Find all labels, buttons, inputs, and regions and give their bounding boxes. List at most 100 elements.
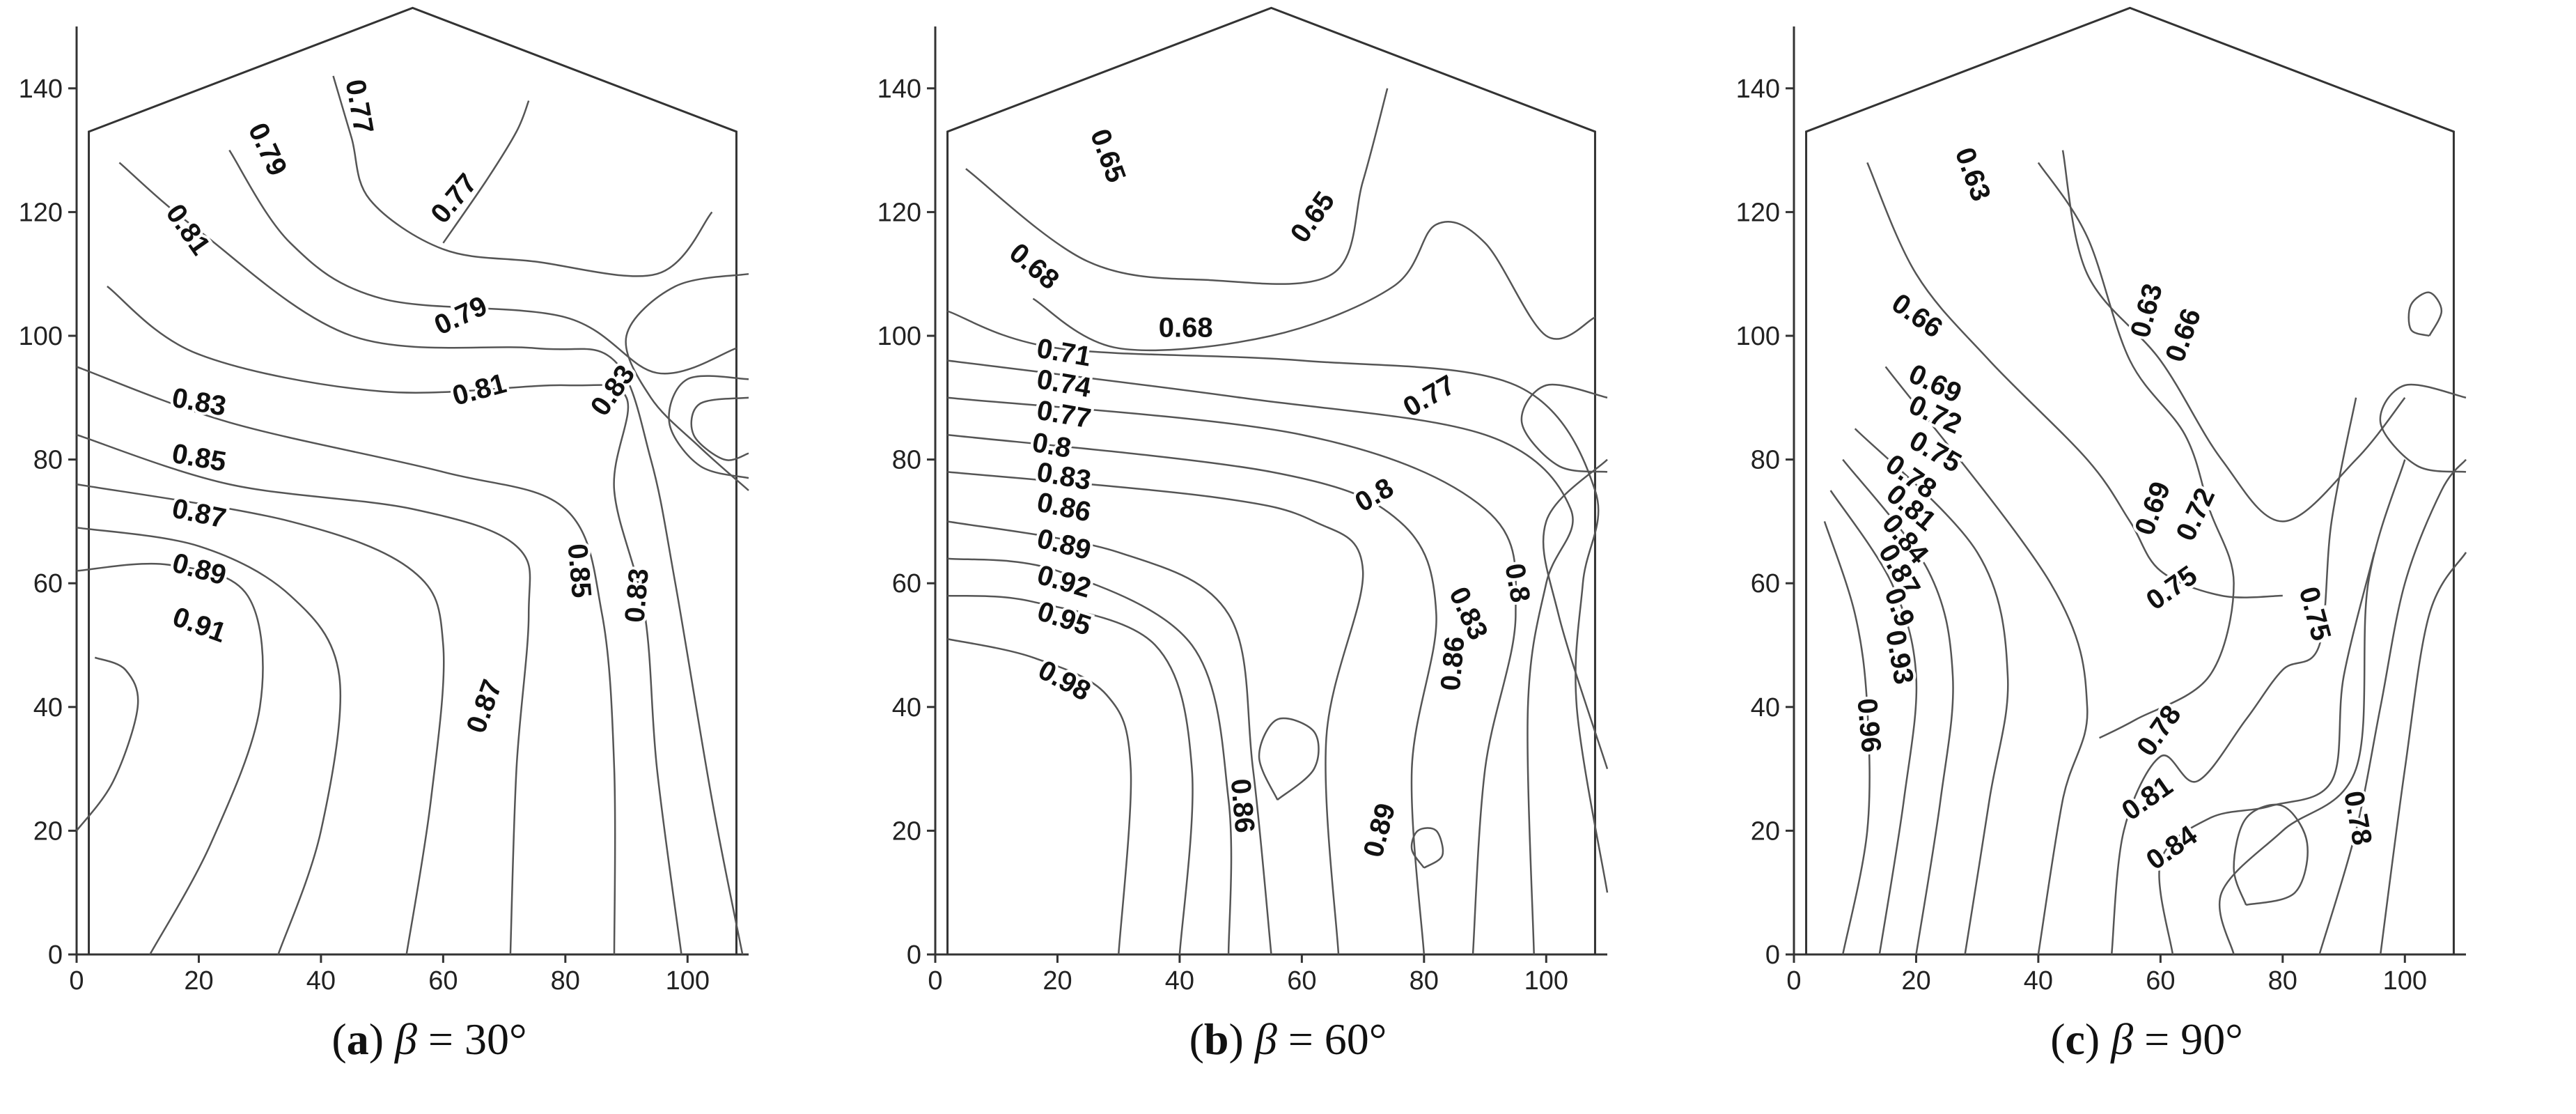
- contour-line: [332, 75, 713, 277]
- contour-line: [76, 527, 342, 955]
- contour-line: [1410, 827, 1444, 869]
- contour-line: [947, 396, 1517, 955]
- contour-line: [690, 396, 749, 461]
- contour-line: [947, 594, 1194, 955]
- contour-line: [1258, 717, 1320, 800]
- x-tick-label: 0: [69, 966, 84, 996]
- y-tick-label: 100: [19, 322, 63, 351]
- y-tick-label: 20: [33, 817, 63, 846]
- x-tick-label: 40: [2024, 966, 2053, 996]
- y-tick-label: 80: [892, 446, 921, 475]
- x-tick-label: 40: [306, 966, 336, 996]
- contour-label: 0.63: [1949, 144, 1997, 205]
- contour-line: [947, 557, 1233, 955]
- contour-label: 0.75: [2293, 584, 2337, 644]
- contour-line: [2318, 458, 2467, 955]
- y-tick-label: 140: [1736, 75, 1780, 104]
- x-tick-label: 60: [2146, 966, 2175, 996]
- contour-line: [2233, 803, 2309, 906]
- y-tick-label: 100: [877, 322, 921, 351]
- x-tick-label: 60: [1287, 966, 1316, 996]
- contour-label: 0.81: [160, 199, 217, 261]
- contour-line: [2218, 459, 2406, 955]
- caption-symbol: β: [395, 1014, 417, 1064]
- domain-boundary: [88, 6, 737, 954]
- contour-line: [2061, 150, 2406, 523]
- x-tick-label: 20: [184, 966, 213, 996]
- contour-line: [228, 149, 737, 375]
- x-tick-label: 20: [1901, 966, 1930, 996]
- x-tick-label: 100: [1524, 966, 1568, 996]
- contour-label: 0.89: [1358, 800, 1402, 860]
- contour-line: [947, 310, 1609, 893]
- contour-line: [1854, 428, 2009, 955]
- y-tick-label: 20: [1751, 817, 1780, 846]
- contour-label: 0.66: [1886, 288, 1948, 344]
- contour-label: 0.81: [2116, 771, 2178, 827]
- contour-label: 0.72: [2170, 483, 2221, 546]
- contour-label: 0.83: [1443, 582, 1494, 644]
- y-tick-label: 40: [1751, 693, 1780, 722]
- y-tick-label: 120: [1736, 198, 1780, 227]
- contour-label: 0.66: [2160, 304, 2207, 366]
- contour-line: [76, 366, 616, 955]
- contour-label: 0.68: [1159, 313, 1213, 343]
- contour-label: 0.93: [1880, 628, 1919, 686]
- contour-line: [2037, 162, 2235, 739]
- contour-line: [2158, 552, 2375, 955]
- caption-text: = 30°: [416, 1014, 527, 1064]
- contour-line: [947, 637, 1132, 955]
- caption-b: (b) β = 60°: [1189, 1014, 1387, 1064]
- caption-a: (a) β = 30°: [331, 1014, 527, 1064]
- contour-line: [2379, 552, 2467, 955]
- x-tick-label: 0: [1786, 966, 1801, 996]
- y-tick-label: 120: [19, 198, 63, 227]
- y-tick-label: 80: [33, 446, 63, 475]
- contour-line: [76, 433, 531, 955]
- contour-line: [2379, 383, 2467, 473]
- contour-line: [118, 162, 744, 955]
- x-tick-label: 80: [2268, 966, 2297, 996]
- y-tick-label: 100: [1736, 322, 1780, 351]
- y-tick-label: 60: [33, 569, 63, 598]
- contour-label: 0.85: [561, 543, 597, 599]
- contour-label: 0.86: [1225, 778, 1260, 834]
- contour-line: [2407, 291, 2443, 337]
- contour-label: 0.77: [1398, 369, 1460, 423]
- contour-label: 0.65: [1285, 186, 1341, 248]
- contour-line: [76, 483, 445, 955]
- contour-label: 0.78: [2131, 699, 2187, 761]
- caption-symbol: β: [1254, 1014, 1277, 1064]
- contour-line: [947, 520, 1272, 955]
- x-tick-label: 40: [1165, 966, 1194, 996]
- contour-line: [442, 100, 530, 244]
- x-tick-label: 20: [1043, 966, 1072, 996]
- y-tick-label: 20: [892, 817, 921, 846]
- domain-boundary: [1805, 6, 2455, 954]
- contour-label: 0.85: [170, 438, 228, 478]
- y-tick-label: 0: [1765, 941, 1780, 970]
- contour-label: 0.87: [169, 493, 228, 534]
- domain-boundary: [946, 6, 1596, 954]
- contour-line: [1884, 366, 2089, 955]
- y-tick-label: 140: [19, 75, 63, 104]
- contour-line: [965, 88, 1389, 285]
- contour-label: 0.83: [170, 382, 228, 422]
- y-tick-label: 40: [892, 693, 921, 722]
- x-tick-label: 100: [666, 966, 710, 996]
- contour-line: [1829, 490, 1918, 955]
- contour-line: [75, 656, 139, 832]
- contour-label: 0.63: [2125, 281, 2169, 341]
- y-tick-label: 60: [1751, 569, 1780, 598]
- contour-line: [2110, 397, 2357, 955]
- contour-line: [1823, 521, 1871, 955]
- caption-c: (c) β = 90°: [2050, 1014, 2243, 1064]
- contour-line: [625, 272, 749, 491]
- contour-label: 0.96: [1851, 697, 1887, 754]
- contour-label: 0.98: [1033, 654, 1095, 706]
